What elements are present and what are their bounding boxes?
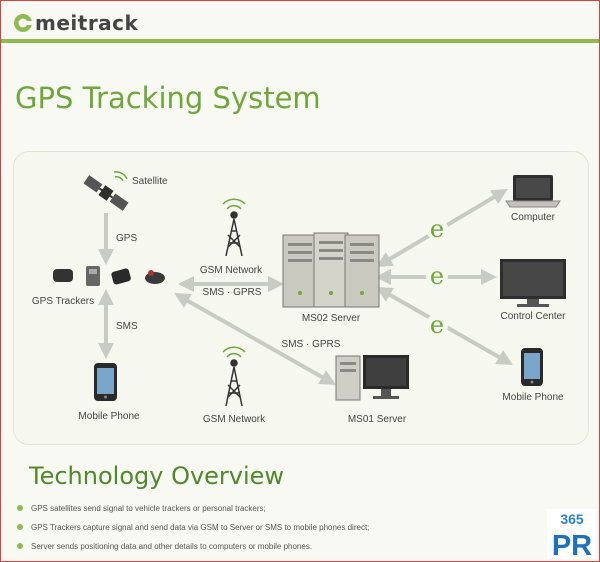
overview-bullet: GPS Trackers capture signal and send dat… — [17, 522, 369, 541]
gsm-tower-bottom-icon — [222, 346, 246, 407]
mobile-phone-right-icon — [521, 348, 543, 386]
badge-number: 365 — [560, 511, 584, 527]
gsm-network-top-label: GSM Network — [199, 265, 263, 276]
brand-name: meitrack — [35, 11, 139, 35]
control-center-icon — [500, 259, 566, 307]
internet-icon: e — [426, 215, 448, 243]
gps-trackers-icon — [53, 266, 165, 286]
trackers-ms01-arrow — [174, 293, 336, 385]
gps-link-label: GPS — [116, 233, 138, 244]
gsm-network-bottom-label: GSM Network — [202, 414, 266, 425]
365pr-badge: 365 PR — [547, 509, 597, 559]
page-title: GPS Tracking System — [15, 81, 321, 115]
badge-letters: PR — [552, 530, 592, 559]
gps-trackers-label: GPS Trackers — [31, 296, 95, 307]
satellite-icon — [83, 175, 129, 211]
satellite-signal-icon — [113, 171, 128, 182]
mobile-phone-right-label: Mobile Phone — [502, 392, 564, 403]
overview-bullet: Server sends positioning data and other … — [17, 541, 369, 560]
control-center-label: Control Center — [500, 311, 566, 322]
internet-symbol-3: e — [430, 311, 444, 339]
computer-label: Computer — [511, 212, 555, 223]
mobile-phone-left-icon — [94, 363, 117, 401]
overview-bullet: GPS satellites send signal to vehicle tr… — [17, 503, 369, 522]
sms-link-label: SMS — [116, 321, 138, 332]
ms02-server-icon — [282, 232, 380, 308]
internet-icon: e — [426, 311, 448, 339]
ms01-server-label: MS01 Server — [347, 414, 407, 425]
overview-title: Technology Overview — [29, 462, 285, 490]
overview-list: GPS satellites send signal to vehicle tr… — [17, 503, 369, 560]
sms-gprs-bottom-label: SMS · GPRS — [281, 339, 341, 350]
internet-symbol-2: e — [430, 262, 444, 290]
ms01-server-icon — [335, 355, 409, 401]
brand-logo[interactable]: meitrack — [13, 11, 138, 35]
computer-icon — [505, 175, 561, 208]
internet-icon: e — [426, 262, 448, 290]
internet-icons: e e e — [426, 215, 448, 339]
ms02-server-label: MS02 Server — [301, 313, 361, 324]
header-rule — [1, 39, 599, 43]
mobile-phone-left-label: Mobile Phone — [78, 411, 140, 422]
sms-gprs-top-label: SMS · GPRS — [202, 287, 262, 298]
logo-mark-icon — [14, 14, 33, 32]
internet-symbol-1: e — [430, 215, 444, 243]
satellite-label: Satellite — [132, 176, 168, 187]
gsm-tower-top-icon — [222, 198, 246, 257]
